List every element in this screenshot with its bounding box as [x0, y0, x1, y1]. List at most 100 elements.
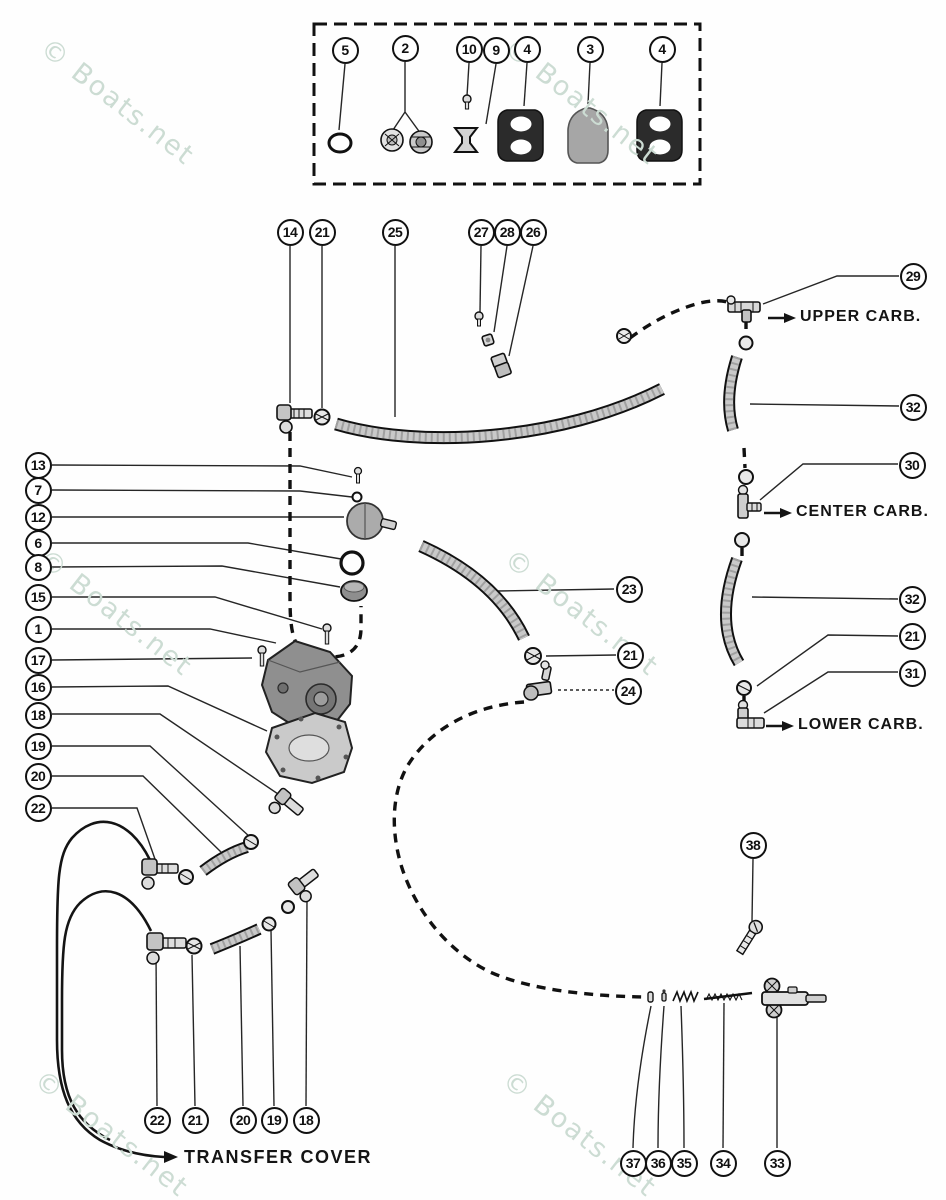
callout-6: 6	[24, 529, 52, 557]
callout-19: 19	[24, 732, 52, 760]
tee-fitting-29	[726, 295, 761, 323]
clamp-19-lower-b	[281, 900, 295, 914]
clamp-hose25-end	[616, 328, 632, 344]
callout-4: 4	[513, 35, 541, 63]
mid-fittings	[523, 647, 553, 701]
callout-24: 24	[614, 677, 642, 705]
clamp-21a	[313, 408, 331, 426]
hose-20-upper-row	[199, 841, 249, 876]
washer-7	[351, 491, 363, 503]
callout-22: 22	[24, 794, 52, 822]
rod-34	[703, 991, 753, 1002]
callout-25: 25	[381, 218, 409, 246]
screw-15	[322, 623, 332, 645]
callout-33: 33	[763, 1149, 791, 1177]
spring-35	[672, 989, 699, 1004]
callout-4: 4	[648, 35, 676, 63]
callout-20: 20	[24, 762, 52, 790]
callout-21: 21	[898, 622, 926, 650]
fuel-connector-33	[761, 977, 827, 1019]
upper-carb-label: UPPER CARB.	[800, 308, 922, 325]
callout-20: 20	[229, 1106, 257, 1134]
label-arrows	[764, 313, 796, 731]
o-ring-5	[327, 132, 353, 154]
diaphragm-3	[567, 107, 609, 164]
inset-parts	[327, 94, 683, 164]
callout-21: 21	[616, 641, 644, 669]
callout-15: 15	[24, 583, 52, 611]
tee-fitting-30	[737, 484, 762, 519]
transfer-cover-arrow	[164, 1151, 178, 1163]
callout-36: 36	[644, 1149, 672, 1177]
screw-17	[257, 645, 267, 667]
callout-28: 28	[493, 218, 521, 246]
screw-27	[474, 311, 484, 327]
callout-16: 16	[24, 673, 52, 701]
lower-carb-label: LOWER CARB.	[798, 716, 924, 733]
fuel-line-parts-top	[276, 311, 632, 434]
hose-32-upper	[723, 355, 743, 432]
clamp-upper-b	[178, 869, 194, 885]
callout-1: 1	[24, 615, 52, 643]
elbow-fitting-24	[523, 660, 553, 701]
callout-18: 18	[24, 701, 52, 729]
hose-23	[418, 540, 530, 641]
callout-8: 8	[24, 553, 52, 581]
pump-body-1	[260, 639, 354, 732]
callout-14: 14	[276, 218, 304, 246]
callout-18: 18	[292, 1106, 320, 1134]
connector-26	[490, 352, 512, 379]
callout-35: 35	[670, 1149, 698, 1177]
pin-37	[647, 991, 654, 1003]
elbow-fitting-22-lower	[146, 932, 187, 965]
elbow-fitting-22-upper	[141, 858, 179, 890]
assembly-dashed-lines	[288, 299, 748, 999]
clamp-21-right	[736, 680, 752, 696]
transfer-cover-fittings	[141, 834, 319, 965]
clamp-29-below	[738, 335, 754, 351]
callout-3: 3	[576, 35, 604, 63]
callout-9: 9	[482, 36, 510, 64]
screw-10	[462, 94, 472, 110]
check-valve-2b	[409, 130, 433, 154]
clamp-21-middle	[524, 647, 542, 665]
callout-19: 19	[260, 1106, 288, 1134]
fuel-hose-arcs	[55, 820, 178, 1163]
elbow-fitting-18-lower	[287, 868, 319, 903]
callout-2: 2	[391, 34, 419, 62]
elbow-fitting-31	[736, 699, 765, 729]
callout-34: 34	[709, 1149, 737, 1177]
carb-fittings	[726, 295, 765, 729]
callout-23: 23	[615, 575, 643, 603]
diaphragm-cup-8	[340, 580, 368, 602]
boot-9	[452, 127, 480, 153]
callout-37: 37	[619, 1149, 647, 1177]
o-ring-6	[339, 550, 365, 576]
callout-30: 30	[898, 451, 926, 479]
hose-20-lower-row	[209, 923, 262, 955]
check-valve-2a	[380, 128, 404, 152]
fuel-pump-assembly	[257, 466, 398, 816]
callout-13: 13	[24, 451, 52, 479]
callout-21: 21	[181, 1106, 209, 1134]
elbow-fitting-14	[276, 404, 313, 434]
elbow-fitting-18	[268, 787, 304, 816]
callout-27: 27	[467, 218, 495, 246]
hose-32-lower	[720, 556, 745, 667]
callout-10: 10	[455, 35, 483, 63]
callout-32: 32	[898, 585, 926, 613]
fuel-hoses	[199, 355, 745, 955]
callout-17: 17	[24, 646, 52, 674]
bottom-right-parts	[647, 919, 827, 1019]
transfer-cover-label: TRANSFER COVER	[184, 1147, 373, 1167]
clamp-28	[481, 333, 495, 347]
gasket-4a	[497, 109, 544, 162]
callout-21: 21	[308, 218, 336, 246]
callout-7: 7	[24, 476, 52, 504]
screw-13	[353, 466, 363, 484]
callout-29: 29	[899, 262, 927, 290]
callout-31: 31	[898, 659, 926, 687]
callout-32: 32	[899, 393, 927, 421]
